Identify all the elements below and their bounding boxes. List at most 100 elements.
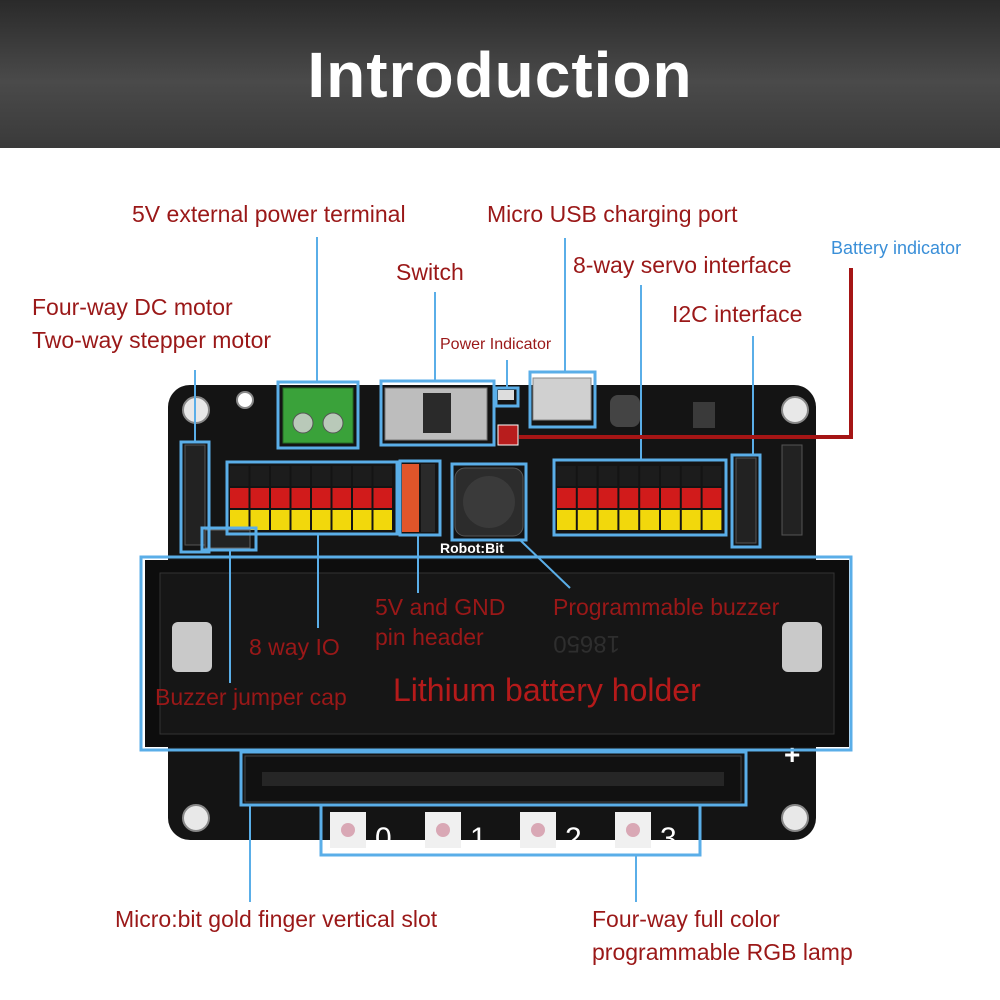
header-pin <box>598 488 618 508</box>
header-pin <box>373 510 392 530</box>
header-pin <box>640 466 659 486</box>
header-pin <box>332 466 351 486</box>
label-battery-indicator: Battery indicator <box>831 238 962 258</box>
header-pin <box>312 466 331 486</box>
header-pin <box>640 510 659 530</box>
header-pin <box>373 466 392 486</box>
label-buzzer: Programmable buzzer <box>553 594 780 620</box>
label-power-indicator: Power Indicator <box>440 336 552 353</box>
usb-port-shape <box>532 377 592 421</box>
header-pin <box>271 466 290 486</box>
i2c-header-shape <box>735 457 757 544</box>
header-pin <box>681 488 701 508</box>
label-battery-holder: Lithium battery holder <box>393 672 701 708</box>
label-motor-line2: Two-way stepper motor <box>32 327 272 353</box>
header-pin <box>681 510 701 530</box>
header-pin <box>250 510 269 530</box>
label-pin-header-line1: 5V and GND <box>375 594 506 620</box>
battery-model-text: 18650 <box>553 630 620 657</box>
chip-shape <box>693 402 715 428</box>
battery-led-shape <box>497 424 519 446</box>
header-pin <box>702 488 722 508</box>
label-servo: 8-way servo interface <box>573 252 792 278</box>
header-pin <box>250 488 269 508</box>
header-pin <box>557 488 576 508</box>
header-pin <box>312 510 331 530</box>
header-pin <box>619 510 639 530</box>
label-slot: Micro:bit gold finger vertical slot <box>115 906 438 932</box>
switch-shape <box>384 387 488 441</box>
header-pin <box>557 510 576 530</box>
battery-holder-shape: 18650 <box>145 560 849 747</box>
label-motor-line1: Four-way DC motor <box>32 294 233 320</box>
label-rgb-line1: Four-way full color <box>592 906 780 932</box>
label-jumper: Buzzer jumper cap <box>155 684 347 710</box>
header-pin <box>271 488 290 508</box>
5v-gnd-header-pins <box>402 464 435 532</box>
motor-header-right-shape <box>781 444 803 536</box>
label-io: 8 way IO <box>249 634 340 660</box>
header-pin <box>291 488 310 508</box>
header-pin <box>702 510 722 530</box>
label-i2c: I2C interface <box>672 301 803 327</box>
header-pin <box>619 488 639 508</box>
header-pin <box>661 510 680 530</box>
power-terminal-shape <box>282 387 354 444</box>
power-led-shape <box>498 390 514 400</box>
io-header-pins <box>230 466 392 530</box>
rgb-lamp-lens <box>626 823 640 837</box>
header-pin <box>619 466 639 486</box>
label-power-terminal: 5V external power terminal <box>132 201 406 227</box>
header-pin <box>702 466 722 486</box>
label-pin-header-line2: pin header <box>375 624 484 650</box>
battery-indicator-line <box>519 268 853 439</box>
header-pin <box>598 510 618 530</box>
header-pin <box>312 488 331 508</box>
header-pin <box>353 510 372 530</box>
header-pin <box>661 466 680 486</box>
header-pin <box>598 466 618 486</box>
header-pin <box>577 510 597 530</box>
rgb-lamp-lens <box>436 823 450 837</box>
callout-boxes <box>139 370 853 857</box>
header-pin <box>332 510 351 530</box>
rgb-lamp-lens <box>531 823 545 837</box>
header-pin <box>291 510 310 530</box>
label-rgb-line2: programmable RGB lamp <box>592 939 853 965</box>
header-pin <box>557 466 576 486</box>
buzzer-shape <box>454 467 524 537</box>
header-pin <box>230 510 249 530</box>
callout-lines <box>194 237 754 902</box>
header-banner: Introduction <box>0 0 1000 148</box>
rgb-lamps: 0 1 2 3 <box>330 812 677 855</box>
label-usb-port: Micro USB charging port <box>487 201 738 227</box>
header-pin <box>353 466 372 486</box>
inductor-shape <box>610 395 640 427</box>
header-pin <box>332 488 351 508</box>
header-pin <box>577 488 597 508</box>
rgb-lamp-number: 1 <box>470 822 487 855</box>
header-pin <box>230 466 249 486</box>
board-logo: Robot:Bit <box>440 540 504 556</box>
rgb-lamp-number: 0 <box>375 822 392 855</box>
plus-sign: + <box>784 739 800 770</box>
header-pin <box>577 466 597 486</box>
label-switch: Switch <box>396 259 464 285</box>
header-pin <box>250 466 269 486</box>
rgb-lamp-number: 2 <box>565 822 582 855</box>
header-pin <box>681 466 701 486</box>
microbit-slot-shape <box>244 755 742 803</box>
motor-header-left-shape <box>184 444 206 546</box>
header-pin <box>353 488 372 508</box>
rgb-lamp-lens <box>341 823 355 837</box>
servo-header-pins <box>557 466 722 530</box>
header-pin <box>661 488 680 508</box>
header-pin <box>230 488 249 508</box>
header-pin <box>640 488 659 508</box>
page-title: Introduction <box>307 39 693 111</box>
rgb-lamp-number: 3 <box>660 822 677 855</box>
header-pin <box>373 488 392 508</box>
header-pin <box>271 510 290 530</box>
header-pin <box>291 466 310 486</box>
